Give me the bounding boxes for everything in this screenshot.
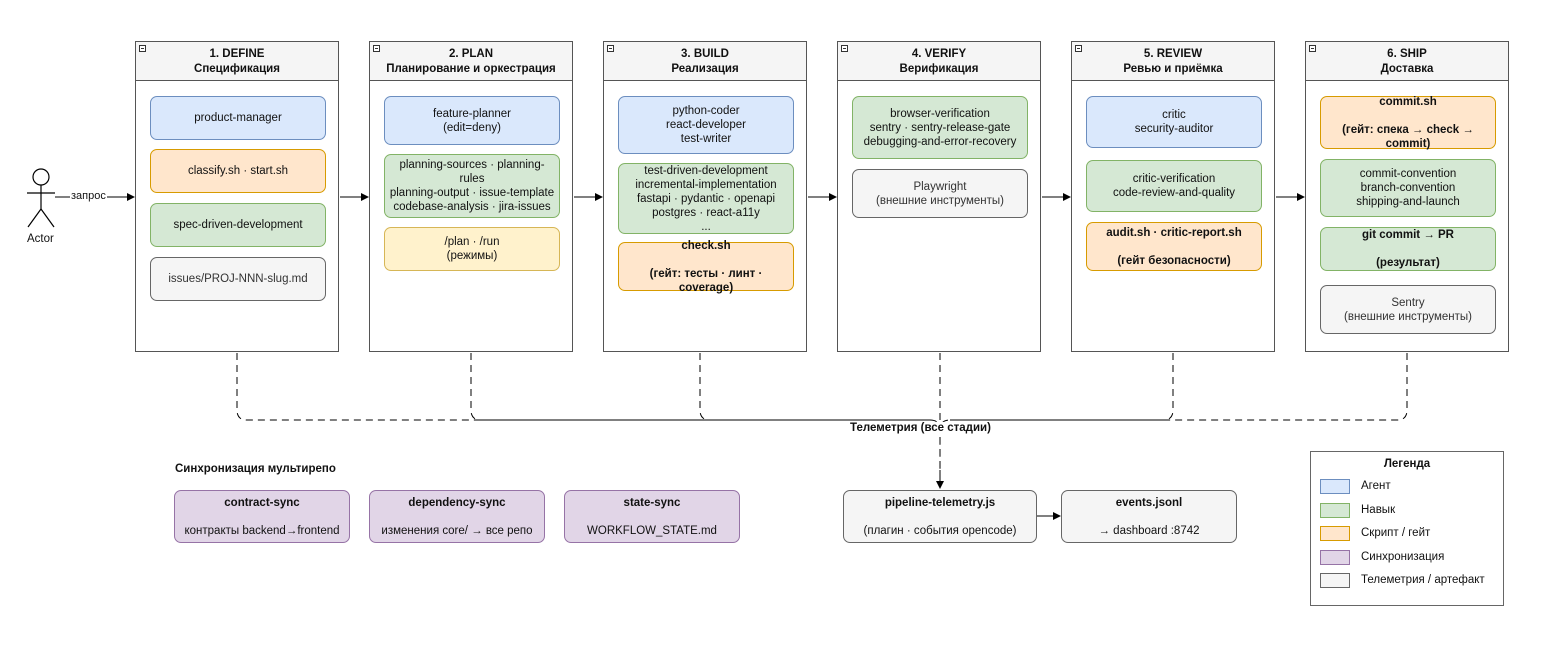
stage-ship: 6. SHIP Доставка commit.sh (гейт: спека … [1305, 41, 1509, 352]
external-sentry[interactable]: Sentry (внешние инструменты) [1320, 285, 1496, 334]
legend-label: Агент [1361, 480, 1391, 492]
agents-coders[interactable]: python-coder react-developer test-writer [618, 96, 794, 154]
sync-title: dependency-sync [408, 496, 506, 509]
legend-swatch [1320, 502, 1350, 518]
stage-title: 1. DEFINE [209, 48, 265, 60]
script-subtitle: (гейт: спека → check → commit) [1342, 123, 1474, 150]
stage-subtitle: Ревью и приёмка [1123, 63, 1223, 75]
sync-contract[interactable]: contract-sync контракты backend→frontend [174, 490, 350, 543]
sync-subtitle: контракты backend→frontend [184, 524, 340, 537]
skills-planning[interactable]: planning-sources · planning-rules planni… [384, 154, 560, 218]
stage-title: 5. REVIEW [1143, 48, 1203, 60]
external-playwright[interactable]: Playwright (внешние инструменты) [852, 169, 1028, 218]
legend-swatch [1320, 549, 1350, 565]
collapse-icon[interactable] [373, 45, 380, 52]
stage-subtitle: Верификация [899, 63, 979, 75]
result-subtitle: (результат) [1376, 257, 1440, 269]
legend-title: Легенда [1383, 458, 1431, 470]
script-commit[interactable]: commit.sh (гейт: спека → check → commit) [1320, 95, 1496, 150]
agent-product-manager[interactable]: product-manager [150, 96, 326, 140]
skills-verify[interactable]: browser-verification sentry · sentry-rel… [852, 96, 1028, 159]
stage-header: 4. VERIFY Верификация [838, 42, 1040, 81]
stage-header: 6. SHIP Доставка [1306, 42, 1508, 81]
skills-review[interactable]: critic-verification code-review-and-qual… [1086, 160, 1262, 212]
stage-subtitle: Спецификация [194, 63, 280, 75]
skills-ship[interactable]: commit-convention branch-convention ship… [1320, 159, 1496, 217]
skills-build[interactable]: test-driven-development incremental-impl… [618, 163, 794, 234]
stage-build: 3. BUILD Реализация python-coder react-d… [603, 41, 807, 352]
sync-heading: Синхронизация мультирепо [175, 463, 336, 475]
stage-title: 3. BUILD [681, 48, 729, 60]
stage-title: 2. PLAN [448, 48, 494, 60]
script-title: commit.sh [1379, 95, 1437, 108]
actor-figure [27, 168, 55, 228]
agent-feature-planner[interactable]: feature-planner (edit=deny) [384, 96, 560, 145]
stage-title: 4. VERIFY [911, 48, 967, 60]
stage-title: 6. SHIP [1387, 48, 1427, 60]
modes-plan-run[interactable]: /plan · /run (режимы) [384, 227, 560, 271]
sync-title: state-sync [623, 496, 681, 509]
stage-subtitle: Планирование и оркестрация [386, 63, 556, 75]
collapse-icon[interactable] [1075, 45, 1082, 52]
stage-header: 3. BUILD Реализация [604, 42, 806, 81]
script-title: check.sh [681, 239, 731, 252]
collapse-icon[interactable] [841, 45, 848, 52]
stage-subtitle: Реализация [671, 63, 739, 75]
sync-state[interactable]: state-sync WORKFLOW_STATE.md [564, 490, 740, 543]
stage-review: 5. REVIEW Ревью и приёмка critic securit… [1071, 41, 1275, 352]
telemetry-dashed-lines [236, 353, 1408, 488]
agents-critic[interactable]: critic security-auditor [1086, 96, 1262, 148]
legend-label: Скрипт / гейт [1361, 527, 1431, 539]
sync-subtitle: изменения core/ → все репо [381, 524, 533, 537]
script-classify-start[interactable]: classify.sh · start.sh [150, 149, 326, 193]
collapse-icon[interactable] [607, 45, 614, 52]
legend-swatch [1320, 573, 1350, 588]
actor-label: Actor [27, 233, 54, 245]
stage-plan: 2. PLAN Планирование и оркестрация featu… [369, 41, 573, 352]
stage-header: 1. DEFINE Спецификация [136, 42, 338, 81]
sync-dependency[interactable]: dependency-sync изменения core/ → все ре… [369, 490, 545, 543]
request-label: запрос [70, 190, 107, 202]
telemetry-plugin[interactable]: pipeline-telemetry.js (плагин · события … [843, 490, 1037, 543]
artifact-issue-file[interactable]: issues/PROJ-NNN-slug.md [150, 257, 326, 301]
telemetry-label: Телеметрия (все стадии) [848, 422, 993, 434]
skill-spec-driven-development[interactable]: spec-driven-development [150, 203, 326, 247]
stage-subtitle: Доставка [1380, 63, 1434, 75]
events-subtitle: → dashboard :8742 [1098, 524, 1200, 537]
legend-swatch [1320, 479, 1350, 494]
script-subtitle: (гейт безопасности) [1117, 254, 1231, 267]
sync-title: contract-sync [224, 496, 300, 509]
sync-subtitle: WORKFLOW_STATE.md [587, 524, 717, 537]
legend-swatch [1320, 526, 1350, 541]
stage-header: 2. PLAN Планирование и оркестрация [370, 42, 572, 81]
events-title: events.jsonl [1115, 496, 1183, 509]
result-title: git commit → PR [1361, 229, 1454, 241]
plugin-title: pipeline-telemetry.js [884, 496, 996, 509]
telemetry-events[interactable]: events.jsonl → dashboard :8742 [1061, 490, 1237, 543]
legend-label: Телеметрия / артефакт [1361, 574, 1485, 586]
script-audit[interactable]: audit.sh · critic-report.sh (гейт безопа… [1086, 222, 1262, 271]
script-title: audit.sh · critic-report.sh [1106, 226, 1242, 239]
stage-verify: 4. VERIFY Верификация browser-verificati… [837, 41, 1041, 352]
collapse-icon[interactable] [1309, 45, 1316, 52]
legend-label: Навык [1361, 503, 1396, 516]
stage-header: 5. REVIEW Ревью и приёмка [1072, 42, 1274, 81]
plugin-subtitle: (плагин · события opencode) [863, 524, 1017, 537]
result-git-commit-pr[interactable]: git commit → PR (результат) [1320, 227, 1496, 271]
script-subtitle: (гейт: тесты · линт · coverage) [649, 267, 763, 294]
collapse-icon[interactable] [139, 45, 146, 52]
legend-label: Синхронизация [1361, 550, 1445, 563]
stage-define: 1. DEFINE Спецификация product-manager c… [135, 41, 339, 352]
script-check[interactable]: check.sh (гейт: тесты · линт · coverage) [618, 239, 794, 294]
